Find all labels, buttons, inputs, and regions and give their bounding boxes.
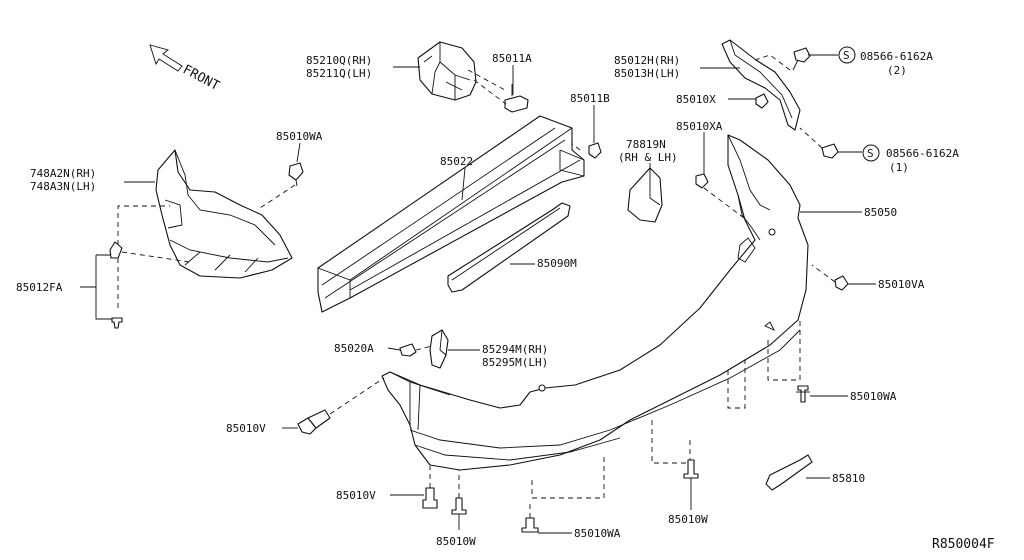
label-85210q: 85210Q(RH) [306,54,372,67]
screw-symbol-icon: S [862,144,880,162]
clip-85012fa-upper [109,241,123,259]
inner-fender-748a2n [155,149,293,279]
clip-85010x [755,93,769,109]
diagram-ref-code: R850004F [932,537,995,552]
clip-85010wa-top [288,162,304,187]
label-78819n-qty: (RH & LH) [618,151,678,164]
clip-85010w-right [683,459,699,479]
label-08566-upper-qty: (2) [887,64,907,77]
clip-85010wa-right [796,385,810,403]
front-label: FRONT [180,62,222,94]
reinforcement-85022 [317,115,585,313]
clip-85010w-bottom [451,497,467,515]
label-85013h: 85013H(LH) [614,67,680,80]
label-85211q: 85211Q(LH) [306,67,372,80]
label-85050: 85050 [864,206,897,219]
label-85020a: 85020A [334,342,374,355]
label-85010va: 85010VA [878,278,925,291]
label-85090m: 85090M [537,257,577,270]
bracket-85210q [417,41,477,101]
label-748a3n: 748A3N(LH) [30,180,96,193]
label-85010w-right: 85010W [668,513,708,526]
label-85012h: 85012H(RH) [614,54,680,67]
label-748a2n: 748A2N(RH) [30,167,96,180]
clip-85010va [834,275,849,291]
absorber-85090m [447,202,571,293]
screw-08566-lower [821,143,839,159]
label-85010w-bottom: 85010W [436,535,476,548]
front-arrow-icon [149,44,183,72]
label-78819n: 78819N [626,138,666,151]
bracket-85294m [429,329,449,369]
svg-text:S: S [867,147,874,160]
bracket-85810 [765,454,813,491]
label-85294m: 85294M(RH) [482,343,548,356]
screw-08566-upper [792,47,811,71]
clip-85010xa [695,173,709,189]
label-85010xa: 85010XA [676,120,723,133]
label-85295m: 85295M(LH) [482,356,548,369]
label-85011b: 85011B [570,92,610,105]
label-85810: 85810 [832,472,865,485]
bracket-85012h [721,39,801,131]
label-08566-lower-qty: (1) [889,161,909,174]
label-85011a: 85011A [492,52,532,65]
bolt-85011a [504,84,529,113]
label-85010x: 85010X [676,93,716,106]
bumper-fascia-85050 [381,134,809,471]
bolt-85010v-bottom [422,487,438,509]
bolt-85010v-left [297,409,331,435]
bracket-78819n [627,167,663,223]
label-85022: 85022 [440,155,473,168]
label-08566-upper: 08566-6162A [860,50,933,63]
label-85012fa: 85012FA [16,281,63,294]
label-85010wa-bottom: 85010WA [574,527,621,540]
label-85010v-bottom: 85010V [336,489,376,502]
clip-85010wa-bottom [521,517,539,533]
label-85010v-left: 85010V [226,422,266,435]
clip-85012fa-lower [111,317,123,329]
label-85010wa-right: 85010WA [850,390,897,403]
label-08566-lower: 08566-6162A [886,147,959,160]
svg-text:S: S [843,49,850,62]
label-85010wa-top: 85010WA [276,130,323,143]
bolt-85020a [399,343,417,357]
clip-85011b [588,142,602,159]
screw-symbol-icon: S [838,46,856,64]
